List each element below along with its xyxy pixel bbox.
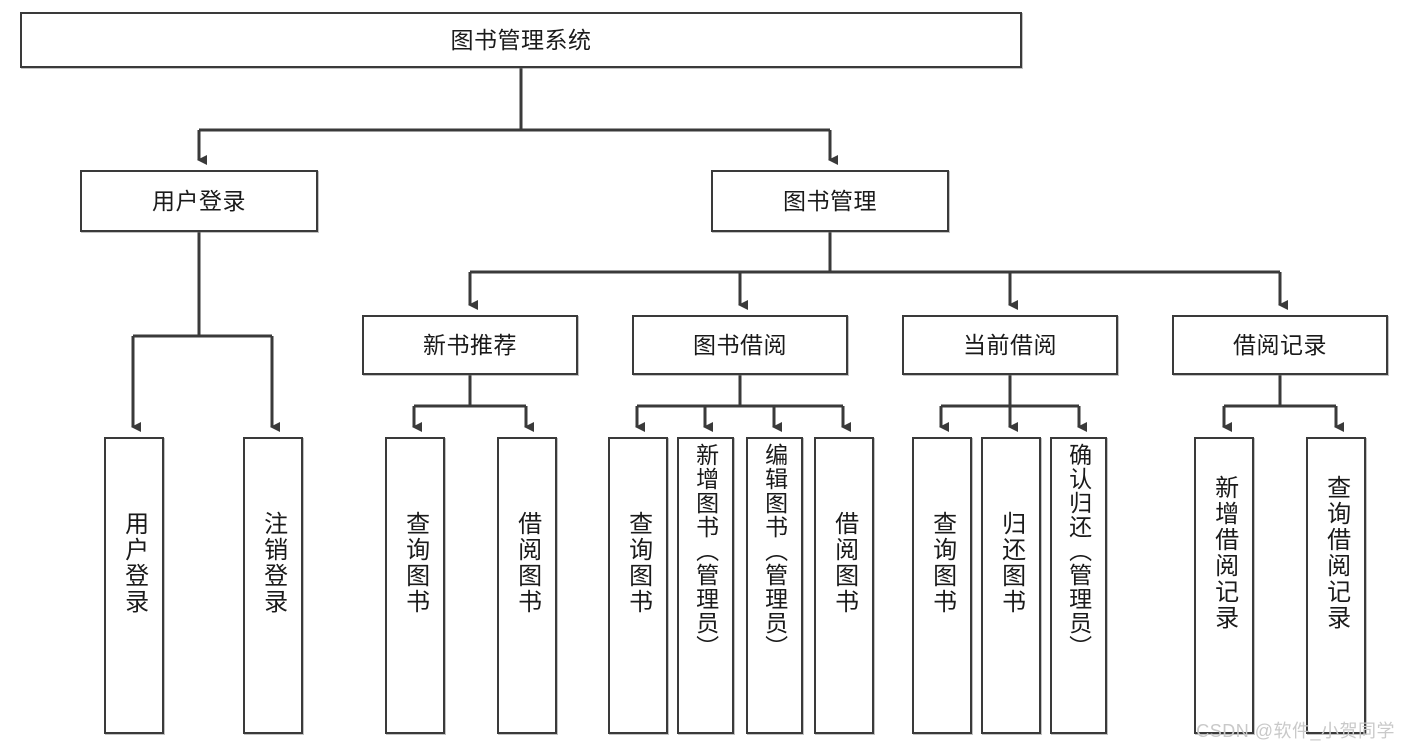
node-label: 借阅记录 [1233,331,1327,358]
leaf-return-book[interactable]: 归还图书 [981,437,1041,734]
node-label: 用户登录 [152,187,246,214]
node-label: 查询图书 [624,511,652,615]
node-book-management[interactable]: 图书管理 [711,170,949,232]
node-label: 注销登录 [259,511,287,615]
node-label: 查询图书 [928,511,956,615]
node-label: 图书管理 [783,187,877,214]
leaf-query-book-current[interactable]: 查询图书 [912,437,972,734]
node-label: 图书借阅 [693,331,787,358]
leaf-add-book-admin[interactable]: 新增图书（管理员） [677,437,734,734]
leaf-logout[interactable]: 注销登录 [243,437,303,734]
node-label: 借阅图书 [830,511,858,615]
node-label: 用户登录 [120,511,148,615]
node-label: 归还图书 [997,511,1025,615]
node-label: 编辑图书（管理员） [761,443,788,659]
node-user-login[interactable]: 用户登录 [80,170,318,232]
node-label: 图书管理系统 [450,26,592,53]
leaf-borrow-book-recommend[interactable]: 借阅图书 [497,437,557,734]
leaf-query-book-recommend[interactable]: 查询图书 [385,437,445,734]
leaf-edit-book-admin[interactable]: 编辑图书（管理员） [746,437,803,734]
leaf-user-login[interactable]: 用户登录 [104,437,164,734]
node-label: 查询借阅记录 [1322,475,1350,631]
node-root-system[interactable]: 图书管理系统 [20,12,1022,68]
leaf-query-book-borrow[interactable]: 查询图书 [608,437,668,734]
leaf-query-borrow-record[interactable]: 查询借阅记录 [1306,437,1366,734]
node-label: 借阅图书 [513,511,541,615]
leaf-borrow-book[interactable]: 借阅图书 [814,437,874,734]
leaf-confirm-return-admin[interactable]: 确认归还（管理员） [1050,437,1107,734]
node-label: 新增图书（管理员） [692,443,719,659]
leaf-add-borrow-record[interactable]: 新增借阅记录 [1194,437,1254,734]
node-current-borrow[interactable]: 当前借阅 [902,315,1118,375]
node-new-book-recommend[interactable]: 新书推荐 [362,315,578,375]
node-label: 查询图书 [401,511,429,615]
node-label: 新增借阅记录 [1210,475,1238,631]
csdn-watermark: CSDN @软件_小贺同学 [1196,721,1395,741]
node-book-borrow[interactable]: 图书借阅 [632,315,848,375]
node-label: 确认归还（管理员） [1065,443,1092,659]
node-label: 新书推荐 [423,331,517,358]
node-borrow-record[interactable]: 借阅记录 [1172,315,1388,375]
node-label: 当前借阅 [963,331,1057,358]
